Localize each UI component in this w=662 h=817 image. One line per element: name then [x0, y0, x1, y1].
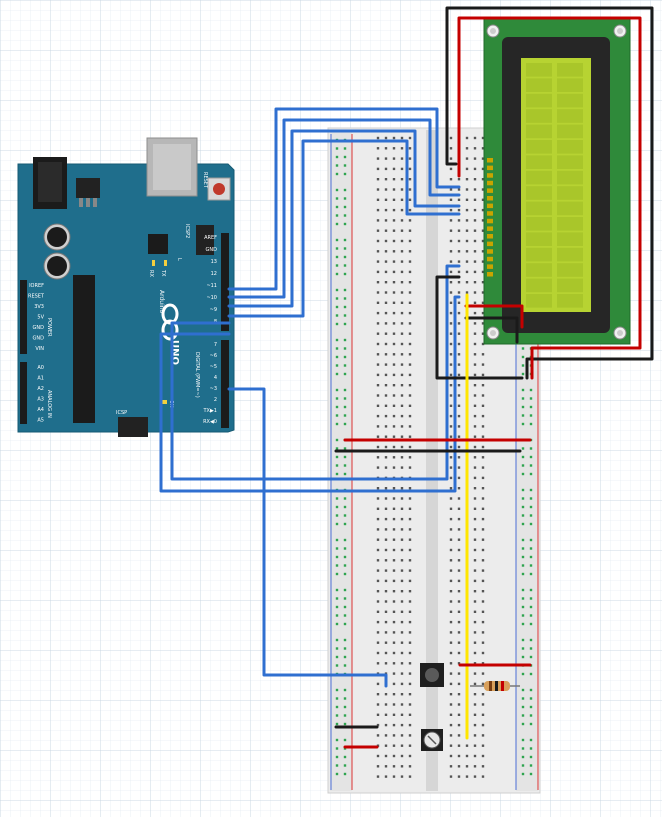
breadboard-holes [335, 136, 533, 778]
pin-label: ~3 [210, 386, 217, 392]
icsp-header [118, 417, 148, 437]
pin-label: AREF [204, 235, 217, 241]
pin-label: GND [33, 325, 45, 331]
pin-label: 4 [214, 375, 217, 381]
wire-black[interactable] [435, 275, 524, 380]
board-model-label: UNO [169, 340, 180, 365]
wire-blue[interactable] [170, 264, 461, 481]
lcd-character-cells [526, 63, 583, 308]
digital-header-bottom [221, 340, 229, 428]
pin-label: A5 [37, 418, 44, 424]
wire-blue[interactable] [227, 107, 461, 291]
pin-label: A0 [37, 365, 44, 371]
pin-label: ~5 [210, 364, 217, 370]
digital-header-top [221, 233, 229, 331]
lcd-display[interactable] [483, 17, 631, 345]
pin-label: RESET [28, 294, 45, 300]
reset-label: RESET [202, 172, 208, 189]
power-label: POWER [46, 318, 52, 337]
pushbutton-icon[interactable] [420, 663, 444, 687]
digital-label: DIGITAL (PWM=~) [194, 352, 200, 398]
pin-label: 3V3 [34, 304, 44, 310]
pin-label: A4 [37, 407, 44, 413]
pin-label: 2 [214, 397, 217, 403]
analog-header [20, 362, 27, 424]
arduino-uno-board[interactable]: RESET ICSP2 ICSP TX RX L ON Arduino UNO … [17, 137, 235, 437]
potentiometer-icon[interactable] [421, 729, 443, 751]
wire-blue[interactable] [227, 129, 461, 308]
pin-label: TX▶1 [202, 408, 217, 414]
pin-label: A2 [37, 386, 44, 392]
wires [159, 6, 654, 749]
pin-label: VIN [35, 346, 44, 352]
pin-label: IOREF [29, 283, 44, 289]
pin-label: 12 [211, 271, 217, 277]
wire-black[interactable] [445, 6, 654, 380]
wire-red[interactable] [457, 16, 642, 380]
tx-label: TX [160, 269, 166, 277]
wire-black[interactable] [464, 316, 519, 344]
pin-label: RX◀0 [203, 419, 217, 425]
pin-label: ~6 [210, 353, 217, 359]
pin-label: ~11 [206, 283, 217, 289]
lcd-header-pins [487, 158, 493, 277]
icsp2-header [196, 225, 214, 255]
power-header [20, 280, 27, 354]
breadboard-rail-left [330, 130, 352, 791]
wire-blue[interactable] [227, 118, 461, 299]
pin-label: 5V [37, 315, 44, 321]
rx-label: RX [148, 270, 154, 277]
pin-label: 13 [211, 259, 217, 265]
icsp2-label: ICSP2 [184, 224, 190, 238]
arduino-logo [161, 303, 179, 341]
wire-red[interactable] [464, 304, 524, 329]
resistor-icon[interactable] [470, 681, 520, 691]
l-label: L [176, 258, 182, 261]
analog-label: ANALOG IN [46, 390, 52, 418]
power-pin-labels: IOREF RESET 3V3 5V GND GND VIN [28, 283, 45, 352]
pin-label: A1 [37, 376, 44, 382]
board-brand-label: Arduino [158, 290, 165, 314]
microcontroller-chip [73, 275, 95, 423]
breadboard-center-channel [426, 130, 438, 791]
digital-pin-labels-bottom: 7 ~6 ~5 4 ~3 2TX▶1RX◀0 [202, 342, 217, 425]
wire-blue[interactable] [227, 139, 461, 318]
icsp-label: ICSP [116, 410, 127, 416]
pin-label: A3 [37, 397, 44, 403]
pin-label: GND [206, 247, 218, 253]
pin-label: 7 [214, 342, 217, 348]
wire-blue[interactable] [227, 387, 388, 688]
wire-blue[interactable] [159, 295, 461, 493]
pin-label: GND [33, 336, 45, 342]
pin-label: ~9 [210, 307, 217, 313]
pin-label: ~10 [206, 295, 217, 301]
